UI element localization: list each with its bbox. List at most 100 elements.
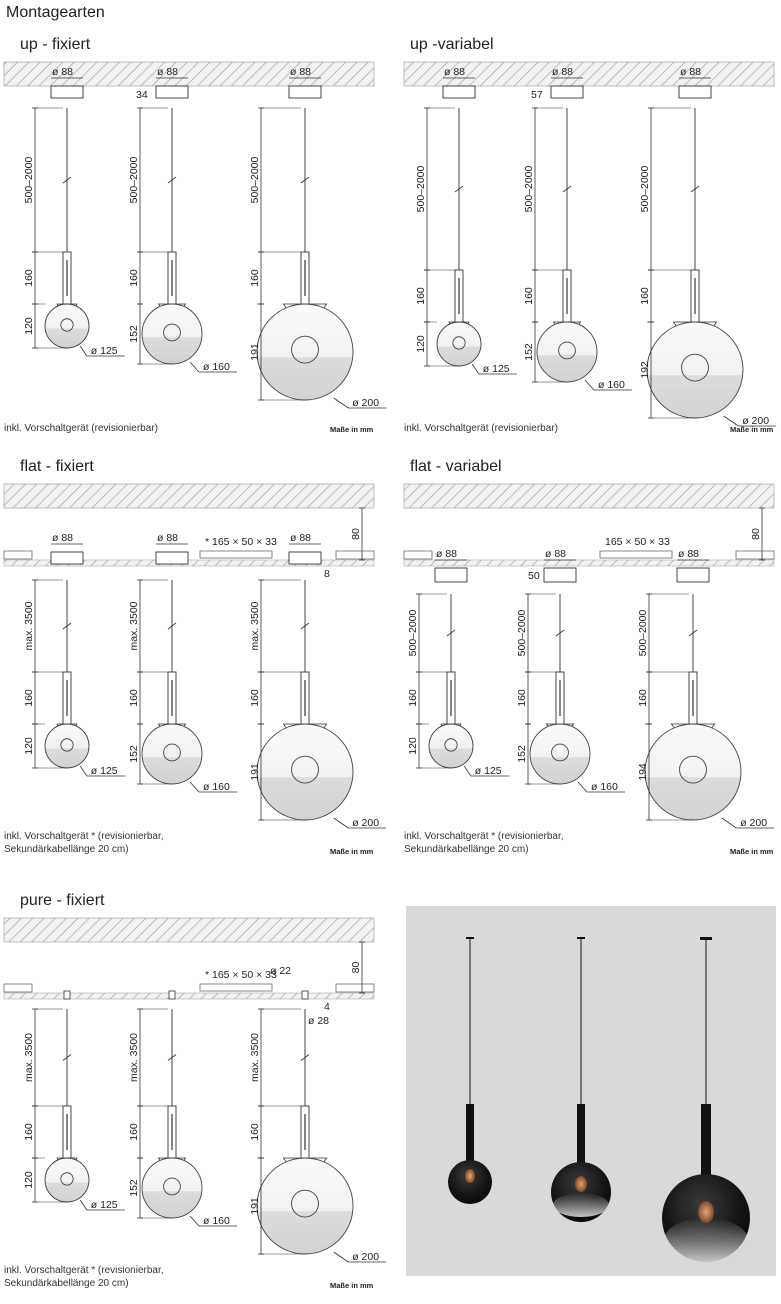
sphere-height-label: 120 [23,317,35,335]
leader-line [584,379,595,391]
stem-length-label: 160 [407,689,419,707]
glass-globe [536,321,598,383]
cable-break [690,185,700,193]
leader-line [189,1215,200,1227]
sphere-height-label: 191 [249,763,261,781]
leader-line [79,765,88,777]
mini-canopy [168,990,176,1000]
ceiling-gap-label: 80 [750,528,762,540]
suspended-ceiling [3,992,375,1000]
sphere-height-label: 192 [639,361,651,379]
sphere-diameter-label: ø 125 [91,1199,118,1211]
mini-canopy [63,990,71,1000]
glass-globe [256,1157,354,1255]
small-top-diameter-label: ø 22 [270,965,291,977]
canopy-diameter-label: ø 88 [157,66,178,78]
ceiling-hatch [3,483,375,509]
masse-label-up-variabel: Maße in mm [730,425,774,434]
sphere-diameter-label: ø 160 [203,781,230,793]
cable-break [300,622,310,630]
canopy-height-label: 57 [531,89,543,101]
sphere-diameter-label: ø 200 [352,817,379,829]
canopy [288,85,322,99]
canopy [155,85,189,99]
photo-lamp-small [448,937,492,1204]
glass-globe [428,723,474,769]
bulb [551,743,569,762]
stem-length-label: 160 [23,689,35,707]
note-pure-fixiert-line1: inkl. Vorschaltgerät * (revisionierbar, [4,1265,164,1276]
cable-break [555,629,565,637]
glass-globe [44,723,90,769]
glass-globe [529,723,591,785]
note-flat-variabel-line2: Sekundärkabellänge 20 cm) [404,844,529,855]
canopy [50,551,84,565]
bulb [558,341,576,360]
canopy-diameter-label: ø 88 [290,532,311,544]
bulb [60,738,74,752]
cable-break [300,176,310,184]
canopy-diameter-label: ø 88 [52,532,73,544]
leader-line [333,397,349,409]
canopy [155,551,189,565]
ballast-dimension-label: * 165 × 50 × 33 [205,536,277,548]
sphere-diameter-label: ø 160 [598,379,625,391]
masse-label-flat-fixiert: Maße in mm [330,847,374,856]
leader-line [189,361,200,373]
cable-break [62,176,72,184]
canopy-height-label: 34 [136,89,148,101]
ballast-box [3,550,33,560]
suspended-ceiling [3,559,375,567]
cable-length-label: 500–2000 [249,156,261,203]
cable-length-label: max. 3500 [23,601,35,650]
sphere-height-label: 191 [249,1197,261,1215]
cable-break [454,185,464,193]
ceiling-hatch [403,483,775,509]
canopy [676,567,710,583]
sphere-height-label: 194 [637,763,649,781]
cable-break [446,629,456,637]
canopy [442,85,476,99]
cable-break [167,1054,177,1061]
stem-length-label: 160 [23,1123,35,1141]
cable-break [62,1054,72,1061]
cable-length-label: 500–2000 [23,156,35,203]
note-up-variabel: inkl. Vorschaltgerät (revisionierbar) [404,423,558,434]
sphere-height-label: 152 [128,325,140,343]
sphere-diameter-label: ø 160 [591,781,618,793]
canopy [678,85,712,99]
stem-length-label: 160 [249,689,261,707]
canopy-diameter-label: ø 88 [436,548,457,560]
stem-length-label: 160 [249,269,261,287]
canopy-diameter-label: ø 88 [157,532,178,544]
cable-length-label: max. 3500 [128,601,140,650]
canopy [288,551,322,565]
stem-length-label: 160 [415,287,427,305]
ballast-dimension-label: 165 × 50 × 33 [605,536,670,548]
canopy [434,567,468,583]
masse-label-up-fixiert: Maße in mm [330,425,374,434]
bulb [681,353,709,382]
canopy-height-label: 50 [528,570,540,582]
sphere-height-label: 152 [523,343,535,361]
inset-label: 4 [324,1001,330,1013]
note-up-fixiert: inkl. Vorschaltgerät (revisionierbar) [4,423,158,434]
cable-length-label: 500–2000 [407,609,419,656]
sphere-diameter-label: ø 125 [483,363,510,375]
leader-line [189,781,200,793]
bulb [291,335,319,364]
sphere-diameter-label: ø 125 [475,765,502,777]
ceiling-gap-label: 80 [350,528,362,540]
canopy [550,85,584,99]
ceiling-hatch [3,61,375,87]
